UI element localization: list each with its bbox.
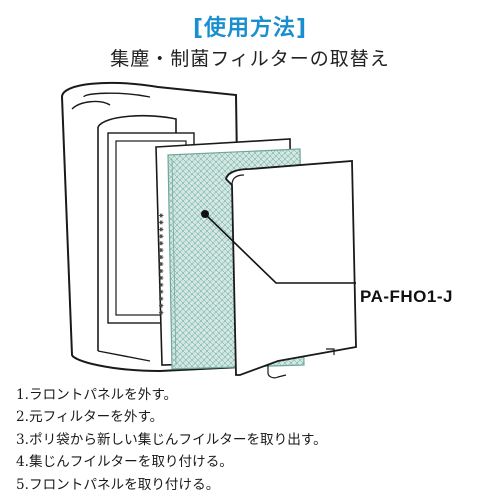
step-item: 2.元フィルターを外す。: [16, 409, 164, 426]
model-number-label: PA-FHO1-J: [360, 287, 453, 306]
label-leader-line: [201, 210, 356, 284]
page-heading: [使用方法]: [192, 16, 308, 41]
step-item: 3.ポリ袋から新しい集じんフイルターを取り出す。: [16, 431, 327, 448]
step-item: 1.ラロントパネルを外す。: [16, 387, 178, 403]
step-item: 4.集じんフイルターを取り付ける。: [16, 454, 233, 471]
filter-replacement-illustration: ✱ ✱ ✱ ✱ ✱ ✱ ✱ ✱ ✱ ✱ ✱ ✱ ✱ ✱ ✱: [60, 81, 357, 379]
step-item: 5.フロントパネルを取り付ける。: [16, 476, 220, 493]
page-subheading: 集塵・制菌フィルターの取替え: [110, 48, 390, 70]
instruction-steps: 1.ラロントパネルを外す。 2.元フィルターを外す。 3.ポリ袋から新しい集じん…: [16, 384, 327, 496]
front-panel: [225, 160, 357, 379]
filter-side-label: ✱ ✱ ✱ ✱ ✱ ✱ ✱ ✱ ✱ ✱ ✱ ✱ ✱ ✱ ✱: [157, 213, 164, 315]
